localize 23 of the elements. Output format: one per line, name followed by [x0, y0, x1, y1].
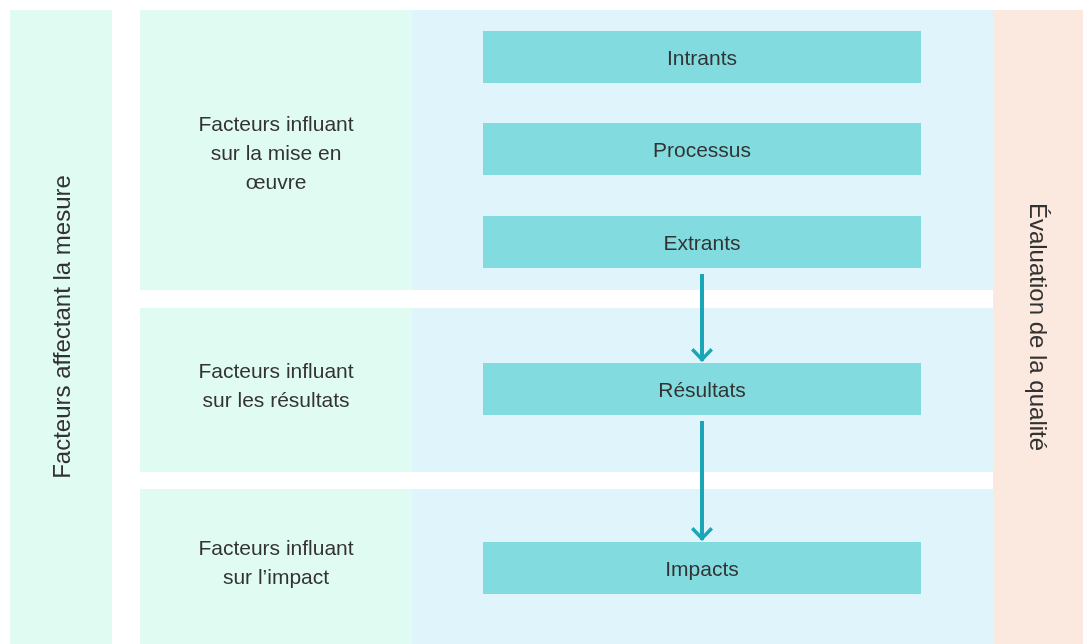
factor-label: Facteurs influant sur la mise en œuvre	[197, 110, 355, 195]
stage-panel	[412, 10, 993, 290]
stage-box	[483, 216, 921, 268]
stage-panel	[412, 489, 993, 644]
side-band	[10, 10, 112, 644]
stage-box	[483, 31, 921, 83]
band-label: Évaluation de la qualité	[1023, 202, 1053, 452]
stage-box	[483, 123, 921, 175]
stage-label: Résultats	[657, 376, 747, 403]
factor-panel	[140, 10, 412, 290]
stage-label: Impacts	[664, 555, 740, 582]
band-label: Facteurs affectant la mesure	[46, 175, 76, 479]
stage-label: Processus	[651, 136, 752, 163]
factor-panel	[140, 308, 412, 472]
stage-label: Extrants	[662, 229, 742, 256]
stage-box	[483, 542, 921, 594]
stage-panel	[412, 308, 993, 472]
factor-label: Facteurs influant sur les résultats	[197, 358, 355, 413]
stage-box	[483, 363, 921, 415]
factor-label: Facteurs influant sur l’impact	[197, 534, 355, 590]
stage-label: Intrants	[665, 44, 738, 71]
factor-panel	[140, 489, 412, 644]
side-band	[993, 10, 1083, 644]
